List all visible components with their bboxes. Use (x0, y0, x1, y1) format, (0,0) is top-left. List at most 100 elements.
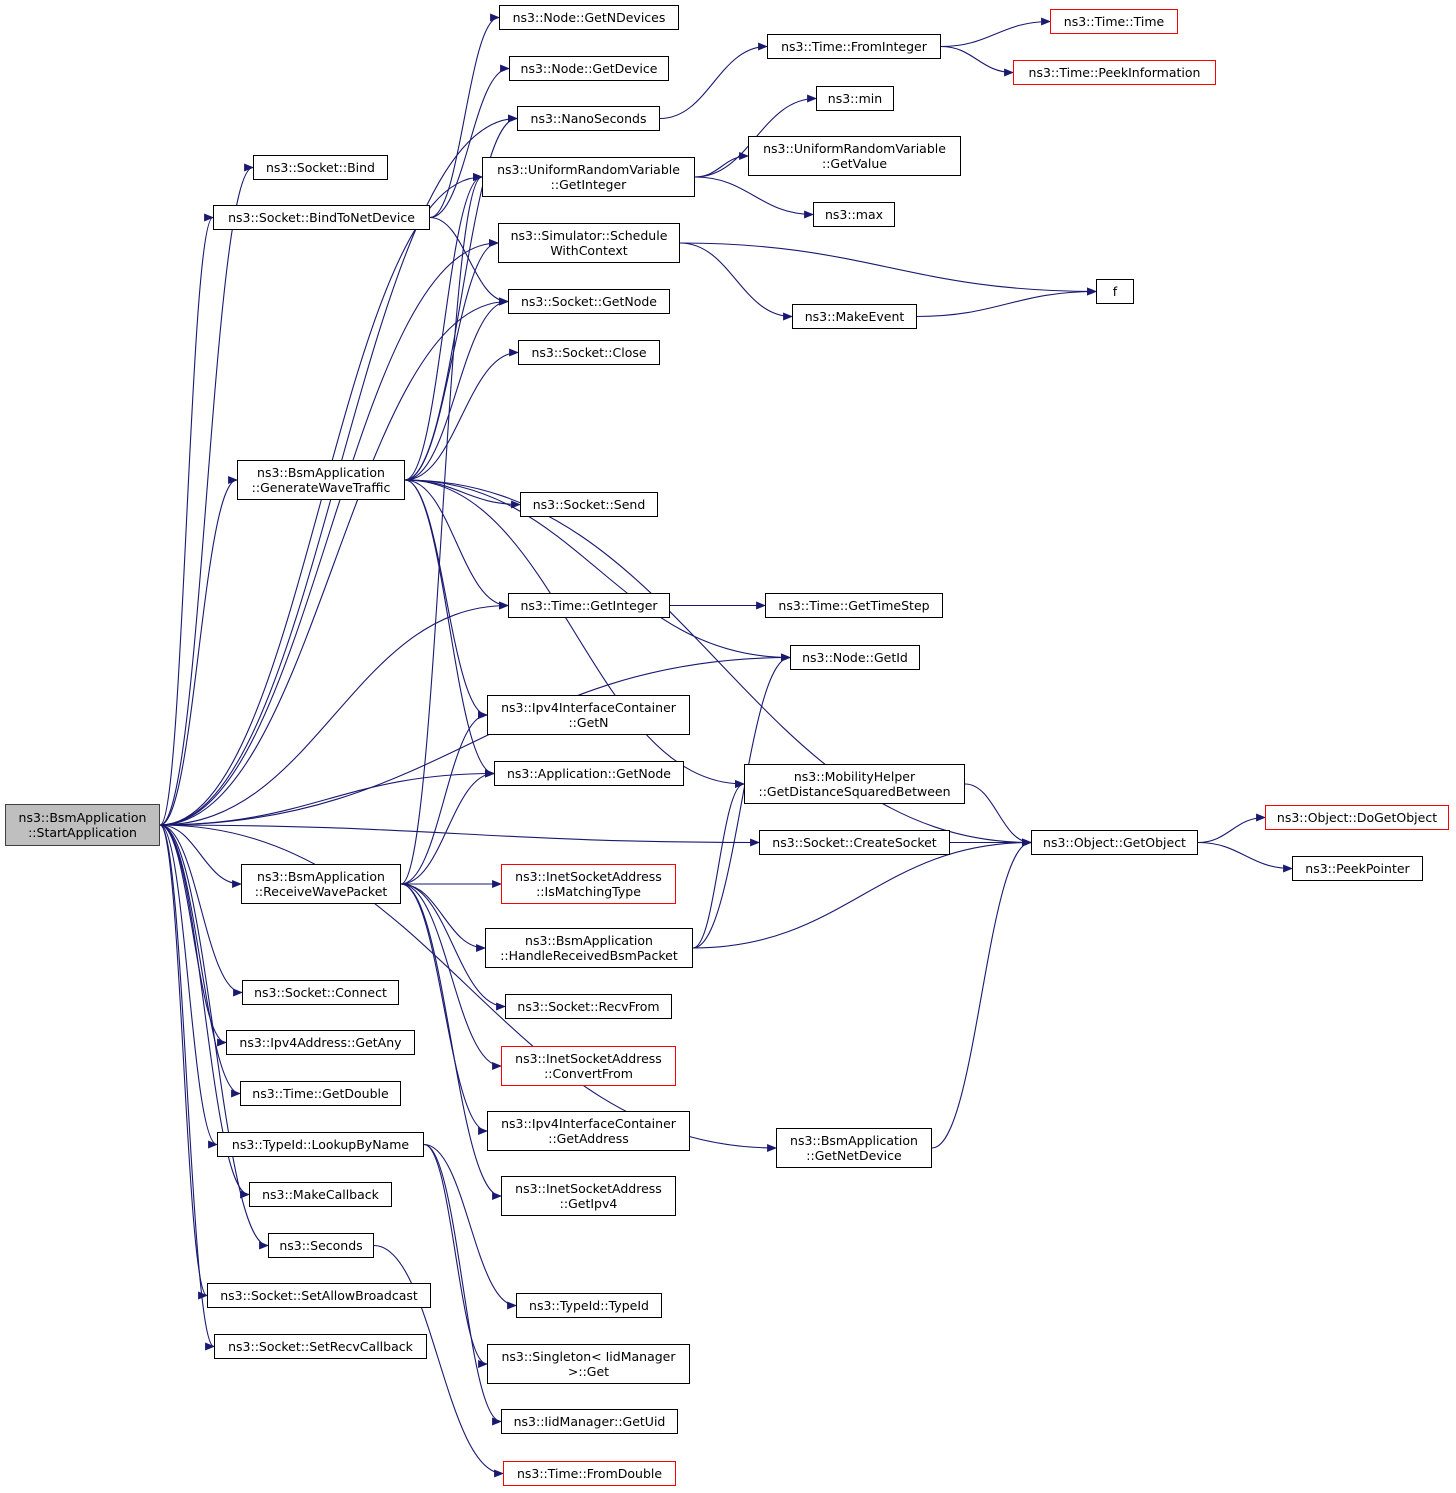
edge-nanosec-to-frominteger (659, 42, 768, 120)
edge-genwave-to-appgetnode (404, 479, 495, 778)
node-max[interactable]: ns3::max (813, 202, 895, 227)
node-uniform[interactable]: ns3::UniformRandomVariable::GetInteger (482, 157, 695, 197)
node-appgetnode[interactable]: ns3::Application::GetNode (494, 761, 684, 786)
node-label-line: ns3::NanoSeconds (530, 111, 647, 126)
node-peekpointer[interactable]: ns3::PeekPointer (1292, 856, 1423, 881)
node-label-line: ns3::IidManager::GetUid (513, 1414, 666, 1429)
node-ipv4getn[interactable]: ns3::Ipv4InterfaceContainer::GetN (487, 695, 690, 735)
edge-genwave-to-sockgetnode (404, 297, 509, 481)
node-timegetint[interactable]: ns3::Time::GetInteger (508, 593, 670, 618)
node-gettimestep[interactable]: ns3::Time::GetTimeStep (765, 593, 943, 618)
node-start[interactable]: ns3::BsmApplication::StartApplication (5, 804, 160, 846)
node-genwave[interactable]: ns3::BsmApplication::GenerateWaveTraffic (237, 460, 405, 500)
edge-recvwave-to-getipv4 (400, 883, 502, 1200)
node-label-line: ::ReceiveWavePacket (254, 884, 388, 899)
node-label-line: ns3::UniformRandomVariable (763, 141, 946, 156)
node-recvfrom[interactable]: ns3::Socket::RecvFrom (505, 994, 672, 1019)
node-handlebsm[interactable]: ns3::BsmApplication::HandleReceivedBsmPa… (485, 928, 693, 968)
edge-bindtonet-to-getdevice (429, 64, 510, 219)
node-dogetobject[interactable]: ns3::Object::DoGetObject (1265, 805, 1449, 830)
edge-start-to-makecb (159, 824, 250, 1199)
node-mobility[interactable]: ns3::MobilityHelper::GetDistanceSquaredB… (744, 764, 965, 804)
node-frominteger[interactable]: ns3::Time::FromInteger (767, 34, 941, 59)
edge-start-to-setbcast (159, 824, 208, 1300)
node-min[interactable]: ns3::min (816, 86, 894, 111)
edge-recvwave-to-ipv4getn (400, 711, 488, 885)
node-createsock[interactable]: ns3::Socket::CreateSocket (759, 830, 950, 855)
node-label-line: ns3::PeekPointer (1305, 861, 1410, 876)
node-nanosec[interactable]: ns3::NanoSeconds (517, 106, 660, 131)
edge-schedule-to-f (679, 242, 1097, 296)
node-timetime[interactable]: ns3::Time::Time (1050, 9, 1178, 34)
node-label-line: ns3::Time::Time (1063, 14, 1165, 29)
node-connect[interactable]: ns3::Socket::Connect (242, 980, 399, 1005)
node-label-line: ::HandleReceivedBsmPacket (500, 948, 678, 963)
node-label-line: ns3::TypeId::TypeId (529, 1298, 649, 1313)
node-peekinfo[interactable]: ns3::Time::PeekInformation (1013, 60, 1216, 85)
node-getuid[interactable]: ns3::IidManager::GetUid (501, 1409, 678, 1434)
edge-start-to-connect (159, 824, 243, 997)
node-getnetdev[interactable]: ns3::BsmApplication::GetNetDevice (776, 1128, 932, 1168)
node-uvgetvalue[interactable]: ns3::UniformRandomVariable::GetValue (748, 136, 961, 176)
node-label-line: ns3::Node::GetNDevices (512, 10, 666, 25)
node-recvwave[interactable]: ns3::BsmApplication::ReceiveWavePacket (241, 864, 401, 904)
node-label-line: ns3::Ipv4InterfaceContainer (501, 700, 676, 715)
node-label-line: ::GetAddress (548, 1131, 629, 1146)
node-makeevent[interactable]: ns3::MakeEvent (792, 304, 917, 329)
edge-handlebsm-to-getobject (692, 838, 1032, 949)
edge-frominteger-to-timetime (940, 17, 1051, 48)
node-label-line: ns3::Socket::BindToNetDevice (228, 210, 415, 225)
node-getdouble[interactable]: ns3::Time::GetDouble (240, 1081, 401, 1106)
node-f[interactable]: f (1096, 279, 1134, 304)
node-close[interactable]: ns3::Socket::Close (518, 340, 660, 365)
node-getobject[interactable]: ns3::Object::GetObject (1031, 830, 1198, 855)
edge-genwave-to-close (404, 348, 519, 481)
node-label-line: ns3::Node::GetDevice (520, 61, 658, 76)
edge-start-to-setrecv (159, 824, 215, 1351)
node-label-line: ns3::Socket::Connect (254, 985, 387, 1000)
node-lookup[interactable]: ns3::TypeId::LookupByName (217, 1132, 424, 1157)
node-makecb[interactable]: ns3::MakeCallback (249, 1182, 392, 1207)
edge-frominteger-to-peekinfo (940, 45, 1014, 77)
edge-start-to-sockgetnode (159, 297, 509, 826)
node-label-line: ::GetNetDevice (806, 1148, 902, 1163)
node-send[interactable]: ns3::Socket::Send (520, 492, 658, 517)
node-label-line: >::Get (567, 1364, 610, 1379)
node-seconds[interactable]: ns3::Seconds (268, 1233, 374, 1258)
edge-recvwave-to-uniform (400, 173, 483, 885)
node-label-line: ::ConvertFrom (544, 1066, 633, 1081)
node-bind[interactable]: ns3::Socket::Bind (253, 155, 388, 180)
node-ipv4getaddr[interactable]: ns3::Ipv4InterfaceContainer::GetAddress (487, 1111, 690, 1151)
edge-lookup-to-typeid (423, 1143, 517, 1310)
node-label-line: ns3::Object::GetObject (1043, 835, 1186, 850)
node-label-line: ns3::BsmApplication (257, 465, 385, 480)
node-getany[interactable]: ns3::Ipv4Address::GetAny (226, 1030, 415, 1055)
edge-recvwave-to-convertfrom (400, 883, 502, 1070)
node-typeid[interactable]: ns3::TypeId::TypeId (516, 1293, 662, 1318)
node-label-line: ns3::BsmApplication (18, 810, 147, 825)
node-getndev[interactable]: ns3::Node::GetNDevices (499, 5, 679, 30)
node-fromdouble[interactable]: ns3::Time::FromDouble (503, 1461, 676, 1486)
node-label-line: ns3::MakeEvent (804, 309, 905, 324)
node-getdevice[interactable]: ns3::Node::GetDevice (509, 56, 669, 81)
edge-start-to-lookup (159, 824, 218, 1149)
node-label-line: ns3::Time::GetDouble (252, 1086, 389, 1101)
edge-start-to-createsock (159, 824, 760, 847)
node-ismatching[interactable]: ns3::InetSocketAddress::IsMatchingType (501, 864, 676, 904)
node-singleton[interactable]: ns3::Singleton< IidManager >::Get (487, 1344, 690, 1384)
node-label-line: ns3::MobilityHelper (793, 769, 916, 784)
node-convertfrom[interactable]: ns3::InetSocketAddress::ConvertFrom (501, 1046, 676, 1086)
node-setbcast[interactable]: ns3::Socket::SetAllowBroadcast (207, 1283, 431, 1308)
edge-schedule-to-makeevent (679, 242, 793, 321)
node-setrecv[interactable]: ns3::Socket::SetRecvCallback (214, 1334, 427, 1359)
node-bindtonet[interactable]: ns3::Socket::BindToNetDevice (213, 205, 430, 230)
node-getipv4[interactable]: ns3::InetSocketAddress::GetIpv4 (501, 1176, 676, 1216)
edge-start-to-schedule (159, 239, 499, 826)
node-label-line: ns3::InetSocketAddress (515, 1181, 662, 1196)
node-nodegetid[interactable]: ns3::Node::GetId (790, 645, 920, 670)
node-label-line: ns3::InetSocketAddress (515, 1051, 662, 1066)
node-sockgetnode[interactable]: ns3::Socket::GetNode (508, 289, 670, 314)
node-label-line: ::GetIpv4 (559, 1196, 618, 1211)
node-label-line: f (1112, 284, 1118, 299)
